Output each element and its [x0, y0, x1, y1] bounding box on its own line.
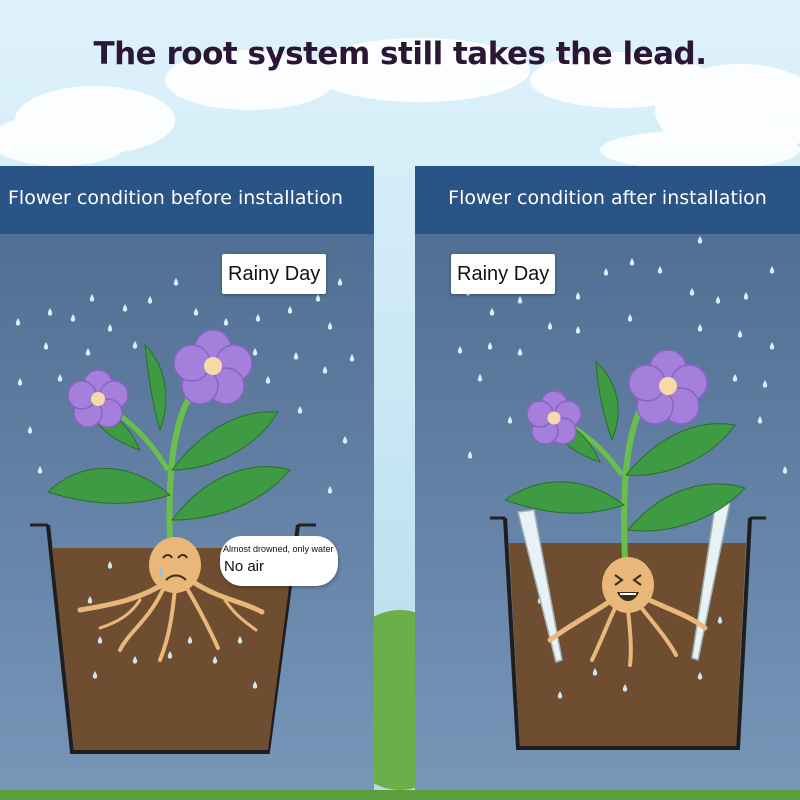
panel-before-header	[0, 166, 374, 234]
happy-root-face-icon	[602, 557, 654, 613]
panel-after-header	[415, 166, 800, 234]
sad-root-face-icon	[149, 537, 201, 593]
weather-label-after: Rainy Day	[451, 254, 556, 294]
roots-before	[77, 577, 265, 662]
headline: The root system still takes the lead.	[93, 36, 707, 72]
speech-bubble-line1: Almost drowned, only water	[223, 544, 334, 554]
panel-before-title: Flower condition before installation	[8, 187, 343, 209]
plant-before	[47, 343, 291, 546]
roots-after	[547, 595, 708, 667]
speech-bubble-line2: No air	[224, 558, 265, 575]
flower-icon	[526, 349, 708, 445]
pot-after	[490, 516, 766, 750]
panel-after-title: Flower condition after installation	[448, 187, 767, 209]
flower-icon	[67, 329, 253, 428]
cloud-icon	[0, 38, 800, 170]
speech-bubble: Almost drowned, only water No air	[220, 536, 338, 586]
weather-label-before: Rainy Day	[222, 254, 327, 294]
